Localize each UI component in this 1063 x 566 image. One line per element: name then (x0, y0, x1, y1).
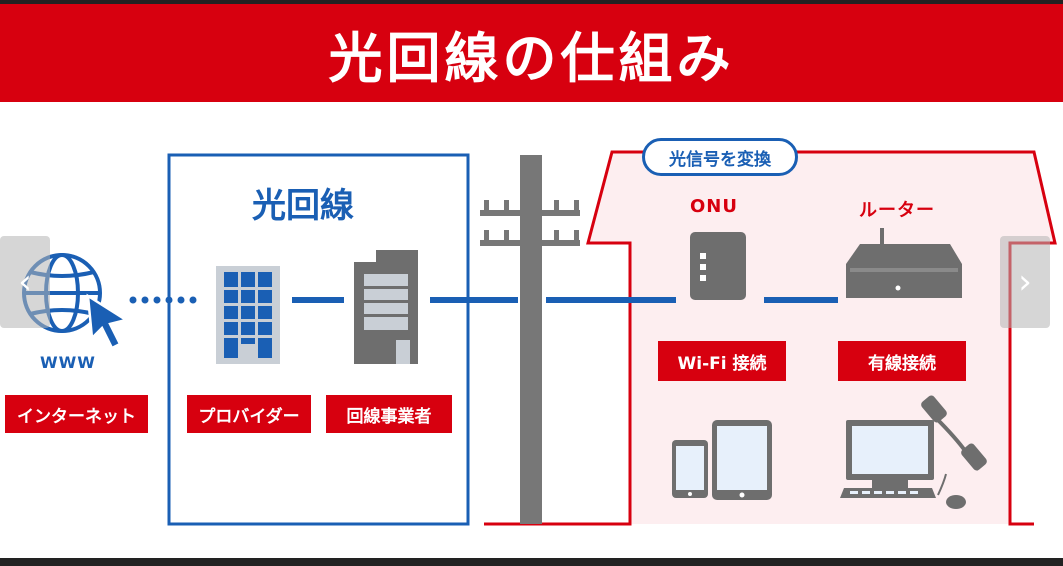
label-provider: プロバイダー (187, 395, 311, 433)
page-title: 光回線の仕組み (328, 26, 735, 90)
header-banner: 光回線の仕組み (0, 4, 1063, 102)
line-provider-carrier (292, 297, 344, 303)
smartphone-icon (672, 440, 708, 498)
chevron-right-icon: › (1018, 262, 1032, 302)
chevron-left-icon: ‹ (18, 262, 32, 302)
www-label: WWW (40, 353, 96, 372)
top-border (0, 0, 1063, 4)
line-onu-router (764, 297, 838, 303)
label-internet: インターネット (5, 395, 148, 433)
label-carrier: 回線事業者 (326, 395, 452, 433)
carrier-building-icon (354, 250, 418, 364)
bottom-border (0, 558, 1063, 566)
router-title: ルーター (859, 200, 935, 221)
next-slide-button[interactable]: › (1000, 236, 1050, 328)
cursor-icon (86, 293, 130, 350)
onu-title: ONU (690, 196, 738, 217)
onu-icon (690, 232, 746, 300)
line-pole-onu (546, 297, 676, 303)
line-carrier-pole (430, 297, 518, 303)
signal-conversion-bubble: 光信号を変換 (642, 138, 798, 176)
label-wired: 有線接続 (838, 341, 966, 381)
tablet-icon (712, 420, 772, 500)
desktop-pc-icon (840, 420, 966, 509)
utility-pole-icon (480, 155, 580, 524)
router-icon (846, 228, 962, 298)
fiber-section-title: 光回線 (252, 186, 354, 226)
house-outline (484, 150, 1057, 526)
connection-dots (129, 296, 197, 304)
fiber-box (167, 153, 470, 526)
house-area (588, 152, 1055, 524)
provider-building-icon (216, 266, 280, 364)
lan-cable-icon (921, 395, 987, 471)
prev-slide-button[interactable]: ‹ (0, 236, 50, 328)
label-wifi: Wi-Fi 接続 (658, 341, 786, 381)
